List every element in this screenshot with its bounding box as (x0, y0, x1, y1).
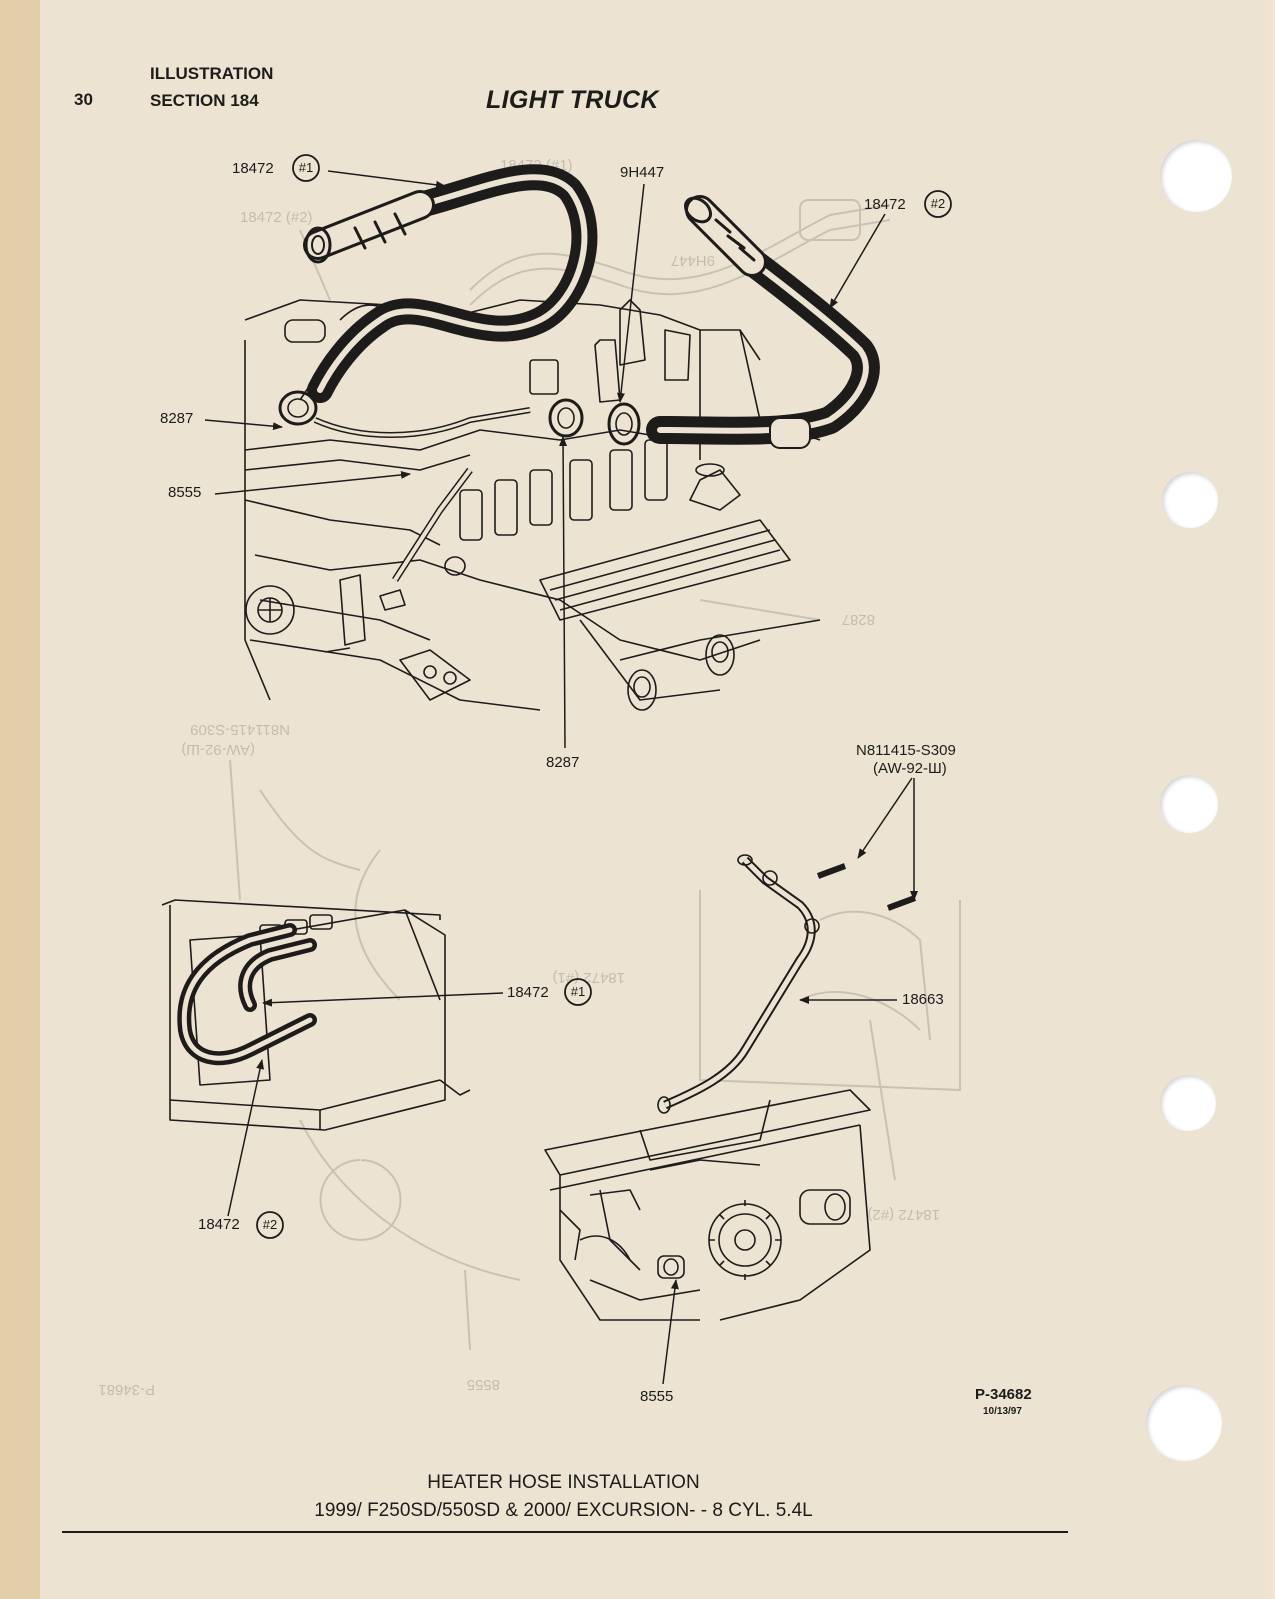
binder-hole (1160, 775, 1218, 833)
binder-hole (1162, 472, 1218, 528)
svg-text:(AW-92-Ш): (AW-92-Ш) (181, 741, 255, 758)
page-edge-shade (0, 0, 44, 1599)
svg-text:P-34681: P-34681 (98, 1381, 155, 1398)
section-number: SECTION 184 (150, 91, 259, 110)
heater-tube-view (544, 854, 917, 1321)
label-9h447: 9H447 (620, 164, 665, 181)
caption-title: HEATER HOSE INSTALLATION (427, 1472, 700, 1493)
badge-hose-1-bottom: #1 (570, 984, 586, 999)
binder-hole (1160, 140, 1232, 212)
bleed-through (229, 199, 961, 1351)
label-8555-bottom: 8555 (640, 1388, 674, 1405)
label-18472-top-1: 18472 (232, 160, 274, 177)
binder-hole (1160, 1075, 1216, 1131)
label-18472-bottom-1: 18472 (507, 984, 549, 1001)
figure-id: P-34682 (975, 1386, 1032, 1403)
label-18663: 18663 (902, 991, 944, 1008)
page-title: LIGHT TRUCK (486, 86, 659, 114)
svg-text:8555: 8555 (467, 1376, 500, 1393)
bleed-through-text: 18472 (#1) 18472 (#2) 9H447 8287 N811415… (98, 157, 940, 1398)
section-label: ILLUSTRATION (150, 64, 274, 83)
callout-badges (256, 154, 952, 1239)
svg-text:9H447: 9H447 (671, 252, 715, 269)
heater-core-view (161, 899, 471, 1131)
badge-hose-1-top: #1 (298, 160, 314, 175)
footer-rule (62, 1531, 1068, 1533)
binder-hole (1146, 1385, 1222, 1461)
label-18472-bottom-2: 18472 (198, 1216, 240, 1233)
label-bolt-part: N811415-S309 (856, 742, 956, 759)
svg-text:N811415-S309: N811415-S309 (190, 721, 290, 738)
heater-hose-2-bottom (238, 938, 317, 1012)
svg-text:18472 (#2): 18472 (#2) (867, 1206, 940, 1223)
heater-hose-1-top (303, 164, 598, 403)
label-bolt-spec: (AW-92-Ш) (873, 760, 947, 777)
badge-hose-2-top: #2 (930, 196, 946, 211)
label-8287-bottom: 8287 (546, 754, 580, 771)
svg-text:8287: 8287 (842, 611, 875, 628)
badge-hose-2-bottom: #2 (262, 1217, 278, 1232)
heater-hose-2-top (646, 195, 880, 449)
heater-hose-1-bottom (177, 923, 317, 1066)
label-8555-top: 8555 (168, 484, 202, 501)
figure-date: 10/13/97 (983, 1406, 1022, 1417)
caption-vehicle: 1999/ F250SD/550SD & 2000/ EXCURSION- - … (314, 1500, 813, 1521)
label-8287-left: 8287 (160, 410, 194, 427)
page-number: 30 (74, 90, 93, 109)
page-paper (40, 0, 1265, 1599)
label-18472-top-2: 18472 (864, 196, 906, 213)
leader-lines (204, 170, 918, 1385)
svg-text:18472 (#2): 18472 (#2) (240, 209, 313, 226)
